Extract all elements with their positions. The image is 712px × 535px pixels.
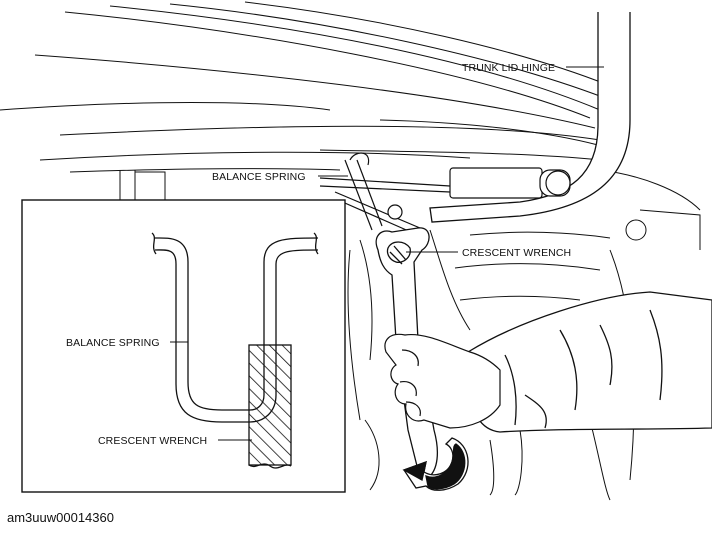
trunk-body-structure bbox=[119, 169, 701, 501]
rotation-arrow bbox=[402, 437, 469, 491]
leader-lines bbox=[170, 66, 604, 441]
label-inset-crescent-wrench: CRESCENT WRENCH bbox=[98, 435, 207, 447]
inset-detail bbox=[21, 199, 346, 493]
balance-spring-assembly bbox=[319, 152, 571, 237]
trunk-lid-hinge bbox=[429, 12, 631, 223]
label-balance-spring: BALANCE SPRING bbox=[212, 171, 306, 183]
label-inset-balance-spring: BALANCE SPRING bbox=[66, 337, 160, 349]
figure-id: am3uuw00014360 bbox=[7, 510, 114, 525]
inset-crescent-wrench bbox=[248, 344, 292, 466]
label-crescent-wrench: CRESCENT WRENCH bbox=[462, 247, 571, 259]
arm-sleeve bbox=[467, 291, 712, 433]
trunk-lid-panel bbox=[0, 1, 609, 173]
hand bbox=[384, 333, 501, 429]
label-trunk-lid-hinge: TRUNK LID HINGE bbox=[462, 62, 555, 74]
